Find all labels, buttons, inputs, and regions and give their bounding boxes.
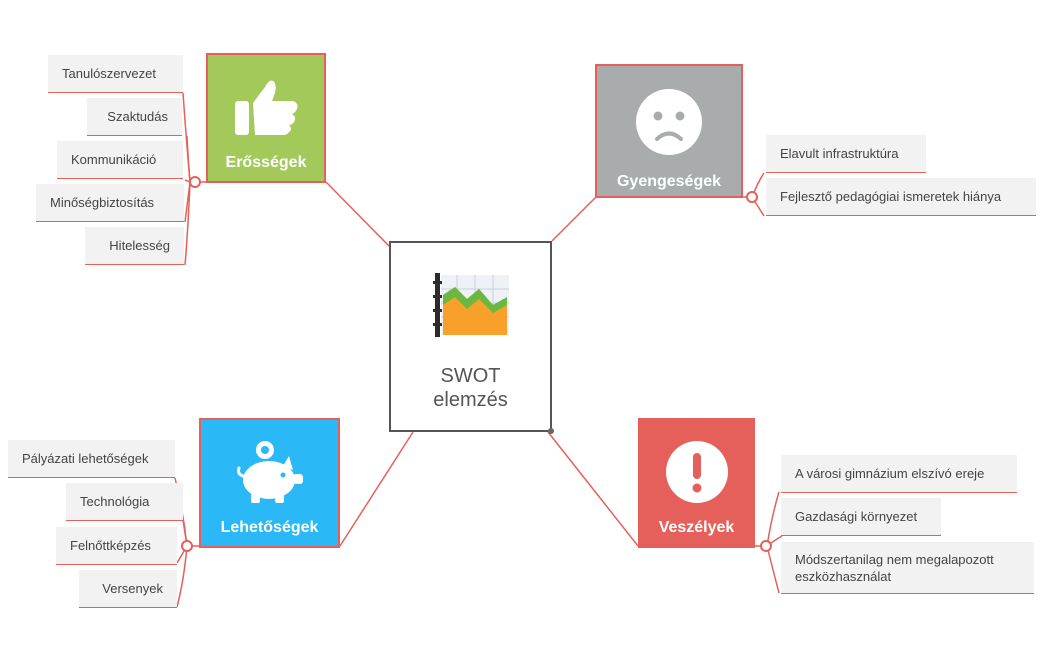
piggy-bank-icon [237,441,303,503]
threats-item-2[interactable]: Gazdasági környezet [781,498,941,536]
opportunities-collapse-toggle[interactable] [181,540,193,552]
central-title: SWOT elemzés [391,364,550,412]
weaknesses-collapse-toggle[interactable] [746,191,758,203]
threats-item-3[interactable]: Módszertanilag nem megalapozott eszközha… [781,542,1034,594]
threats-topic[interactable]: Veszélyek [638,418,755,548]
central-topic[interactable]: SWOT elemzés [389,241,552,432]
weaknesses-label: Gyengeségek [616,173,722,190]
weaknesses-item-1[interactable]: Elavult infrastruktúra [766,135,926,173]
sad-face-icon [636,89,702,155]
strengths-item-4[interactable]: Minőségbiztosítás [36,184,184,222]
strengths-item-5[interactable]: Hitelesség [85,227,184,265]
weaknesses-item-2[interactable]: Fejlesztő pedagógiai ismeretek hiánya [766,178,1036,216]
threats-item-1[interactable]: A városi gimnázium elszívó ereje [781,455,1017,493]
exclamation-icon [666,441,728,503]
opportunities-item-1[interactable]: Pályázati lehetőségek [8,440,175,478]
strengths-item-2[interactable]: Szaktudás [87,98,182,136]
strengths-topic[interactable]: Erősségek [206,53,326,183]
threats-label: Veszélyek [658,519,735,536]
central-title-line1: SWOT [440,365,501,387]
weaknesses-topic[interactable]: Gyengeségek [595,64,743,198]
opportunities-item-4[interactable]: Versenyek [79,570,177,608]
opportunities-label: Lehetőségek [220,519,319,536]
strengths-item-1[interactable]: Tanulószervezet [48,55,183,93]
opportunities-topic[interactable]: Lehetőségek [199,418,340,548]
chart-icon [433,273,509,337]
thumbs-up-icon [235,80,298,135]
central-title-line2: elemzés [433,389,508,411]
threats-collapse-toggle[interactable] [760,540,772,552]
opportunities-item-3[interactable]: Felnőttképzés [56,527,177,565]
strengths-label: Erősségek [225,154,307,171]
strengths-collapse-toggle[interactable] [189,176,201,188]
strengths-item-3[interactable]: Kommunikáció [57,141,183,179]
opportunities-item-2[interactable]: Technológia [66,483,183,521]
resize-handle[interactable] [548,428,554,434]
